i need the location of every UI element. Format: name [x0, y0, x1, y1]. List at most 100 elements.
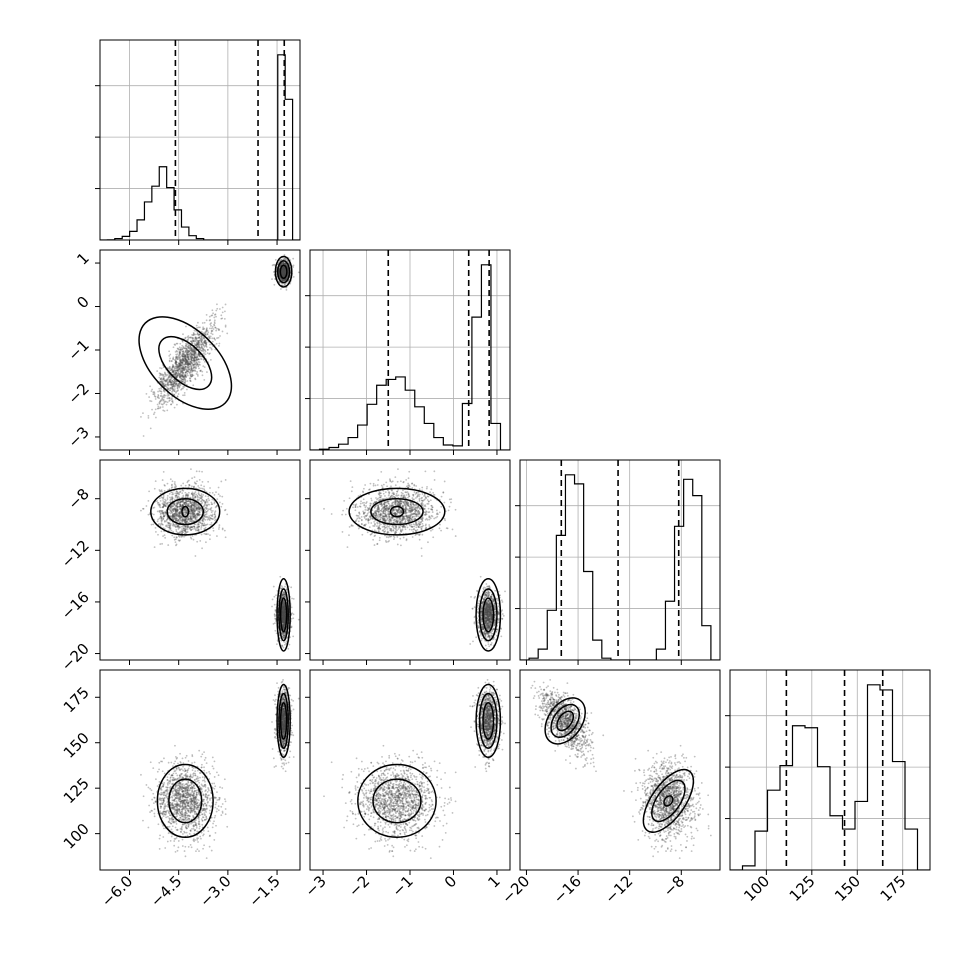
sample-point — [210, 501, 213, 504]
sample-point — [163, 514, 165, 517]
sample-point — [176, 366, 179, 369]
sample-point — [286, 260, 289, 262]
sample-point — [284, 273, 287, 276]
sample-point — [184, 354, 187, 357]
sample-point — [164, 379, 167, 382]
sample-point — [182, 518, 185, 521]
sample-point — [196, 502, 198, 505]
sample-point — [209, 538, 211, 541]
sample-point — [176, 395, 179, 398]
sample-point — [204, 340, 207, 343]
sample-point — [176, 375, 179, 378]
sample-point — [211, 340, 214, 343]
sample-point — [206, 523, 209, 526]
sample-point — [203, 345, 206, 348]
sample-point — [180, 500, 183, 503]
sample-point — [177, 389, 179, 392]
sample-point — [281, 269, 284, 272]
sample-point — [185, 368, 187, 370]
sample-point — [168, 400, 171, 402]
sample-point — [181, 504, 184, 507]
sample-point — [190, 506, 193, 508]
sample-point — [184, 372, 187, 374]
sample-point — [181, 535, 184, 538]
sample-point — [182, 367, 185, 370]
sample-point — [194, 482, 197, 485]
sample-point — [184, 367, 186, 370]
sample-point — [190, 509, 193, 511]
sample-point — [197, 346, 200, 349]
sample-point — [196, 332, 199, 335]
sample-point — [202, 344, 205, 347]
sample-point — [283, 267, 286, 270]
sample-point — [159, 524, 162, 527]
sample-point — [281, 271, 283, 274]
sample-point — [186, 363, 188, 366]
sample-point — [169, 387, 172, 390]
sample-point — [171, 513, 174, 516]
sample-point — [197, 364, 200, 367]
sample-point — [287, 271, 290, 274]
sample-point — [195, 330, 198, 332]
sample-point — [213, 323, 215, 326]
sample-point — [162, 378, 165, 380]
sample-point — [176, 525, 179, 528]
sample-point — [157, 501, 160, 504]
sample-point — [284, 270, 286, 273]
sample-point — [205, 331, 207, 333]
sample-point — [203, 337, 205, 340]
sample-point — [187, 351, 189, 354]
sample-point — [166, 401, 169, 404]
sample-point — [155, 416, 157, 419]
sample-point — [283, 268, 286, 271]
sample-point — [160, 390, 163, 393]
sample-point — [280, 258, 283, 261]
sample-point — [168, 488, 171, 491]
histogram-step — [520, 474, 720, 660]
sample-point — [172, 493, 175, 496]
sample-point — [283, 272, 286, 275]
sample-point — [174, 382, 177, 385]
sample-point — [280, 272, 283, 275]
sample-point — [283, 267, 285, 270]
sample-point — [181, 374, 183, 376]
sample-point — [181, 365, 184, 368]
sample-point — [175, 361, 178, 364]
sample-point — [186, 351, 189, 354]
sample-point — [180, 358, 182, 361]
sample-point — [188, 518, 191, 520]
sample-point — [181, 378, 183, 381]
sample-point — [173, 503, 176, 506]
sample-point — [194, 333, 197, 336]
sample-point — [282, 270, 285, 273]
sample-point — [181, 380, 184, 383]
sample-point — [183, 364, 186, 367]
sample-point — [167, 382, 170, 385]
sample-point — [179, 370, 182, 373]
x-tick-label: 125 — [786, 872, 819, 905]
sample-point — [182, 355, 184, 358]
sample-point — [284, 270, 287, 273]
sample-point — [190, 368, 193, 370]
sample-point — [179, 348, 182, 351]
sample-point — [186, 368, 189, 371]
sample-point — [181, 353, 184, 355]
sample-point — [219, 501, 221, 504]
sample-point — [186, 360, 189, 363]
sample-point — [172, 523, 175, 526]
sample-point — [159, 380, 162, 383]
sample-point — [174, 371, 176, 374]
sample-point — [193, 352, 196, 355]
sample-point — [181, 361, 184, 364]
sample-point — [174, 505, 177, 508]
sample-point — [190, 537, 193, 540]
sample-point — [162, 382, 165, 385]
sample-point — [187, 362, 189, 365]
sample-point — [196, 363, 199, 366]
sample-point — [179, 375, 182, 378]
sample-point — [167, 388, 169, 391]
sample-point — [190, 348, 193, 351]
sample-point — [201, 487, 204, 490]
sample-point — [282, 267, 285, 270]
sample-point — [172, 383, 175, 385]
